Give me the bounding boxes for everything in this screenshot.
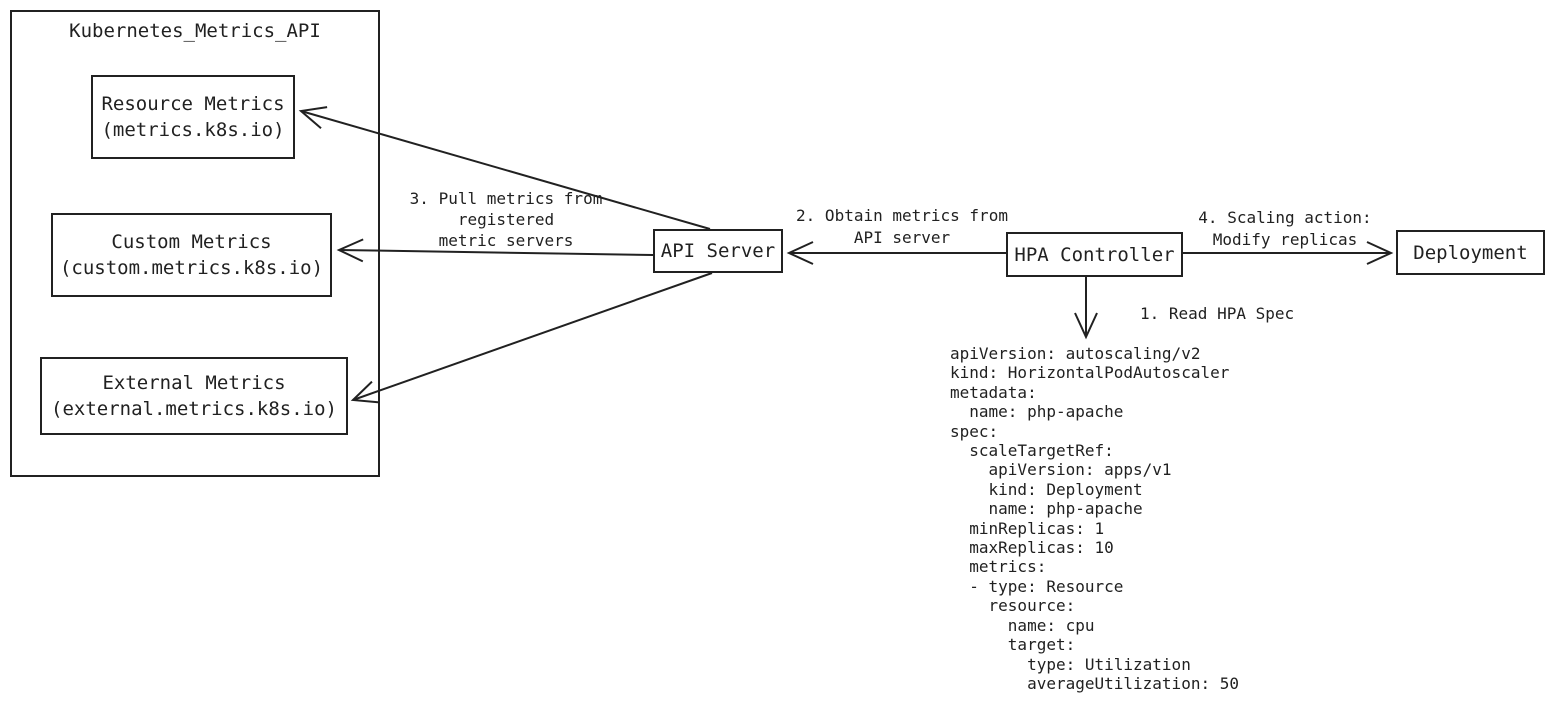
node-deployment-label: Deployment [1413, 241, 1528, 264]
text-line: name: cpu [950, 615, 1095, 635]
text-line: metrics: [950, 557, 1047, 577]
text-line: apiVersion: autoscaling/v2 [950, 344, 1201, 363]
text-line: apiVersion: apps/v1 [950, 460, 1172, 480]
text-line: name: php-apache [950, 499, 1143, 519]
text-line: Resource Metrics [101, 93, 285, 115]
text-line: Modify replicas [1212, 230, 1358, 249]
kubernetes-metrics-api-group-box: Kubernetes_Metrics_API [10, 10, 380, 477]
text-line: kind: HorizontalPodAutoscaler [950, 363, 1230, 383]
node-deployment: Deployment [1396, 230, 1545, 275]
edge-label-read-hpa-spec: 1. Read HPA Spec [1140, 303, 1300, 324]
text-line: 2. Obtain metrics from [796, 206, 1008, 225]
text-line: scaleTargetRef: [950, 441, 1114, 461]
edge-apiserver-to-resource-metrics [298, 106, 711, 230]
edge-apiserver-to-custom-metrics [336, 238, 654, 263]
node-hpa-controller: HPA Controller [1006, 232, 1183, 277]
text-line: (metrics.k8s.io) [101, 119, 285, 141]
edge-label-scaling-action: 4. Scaling action: Modify replicas [1194, 207, 1376, 251]
text-line: 1. Read HPA Spec [1140, 304, 1295, 323]
text-line: - type: Resource [950, 576, 1124, 596]
text-line: kind: Deployment [950, 479, 1143, 499]
text-line: metric servers [438, 231, 574, 250]
text-line: resource: [950, 596, 1076, 616]
text-line: API server [853, 228, 951, 247]
text-line: metadata: [950, 382, 1037, 402]
node-api-server: API Server [653, 229, 783, 273]
text-line: minReplicas: 1 [950, 518, 1105, 538]
text-line: (custom.metrics.k8s.io) [59, 257, 324, 279]
node-api-server-label: API Server [660, 240, 776, 262]
edge-apiserver-to-external-metrics [350, 272, 713, 404]
node-hpa-controller-label: HPA Controller [1014, 243, 1175, 266]
node-custom-metrics: Custom Metrics (custom.metrics.k8s.io) [51, 213, 332, 297]
text-line: Custom Metrics [111, 231, 272, 253]
text-line: maxReplicas: 10 [950, 538, 1114, 558]
text-line: 4. Scaling action: [1198, 208, 1372, 227]
text-line: averageUtilization: 50 [950, 673, 1239, 693]
text-line: 3. Pull metrics from [409, 189, 603, 208]
text-line: type: Utilization [950, 654, 1191, 674]
text-line: name: php-apache [950, 402, 1124, 422]
node-external-metrics: External Metrics (external.metrics.k8s.io… [40, 357, 348, 435]
node-resource-metrics: Resource Metrics (metrics.k8s.io) [91, 75, 295, 159]
group-title: Kubernetes_Metrics_API [69, 20, 321, 42]
text-line: target: [950, 635, 1076, 655]
text-line: registered [457, 210, 555, 229]
text-line: spec: [950, 421, 999, 441]
edge-label-pull-metrics: 3. Pull metrics from registered metric ser… [398, 188, 614, 251]
text-line: External Metrics [102, 372, 286, 394]
text-line: (external.metrics.k8s.io) [51, 398, 337, 420]
